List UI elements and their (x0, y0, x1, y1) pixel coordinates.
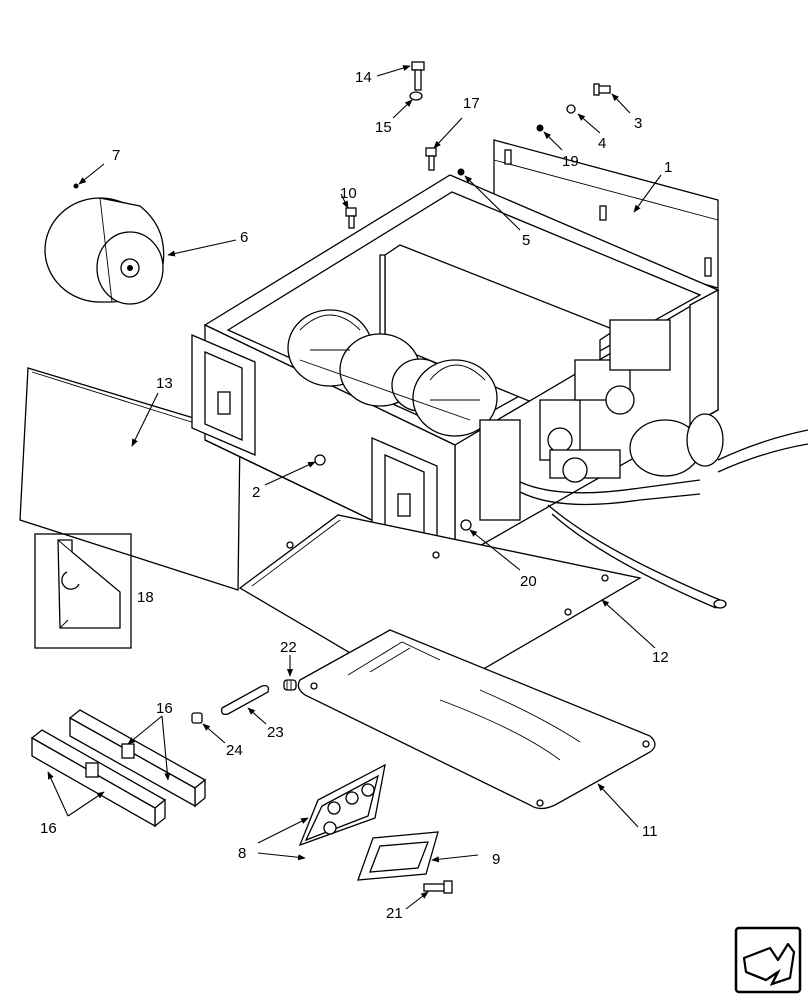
callout-5: 5 (522, 232, 530, 249)
callout-9: 9 (492, 851, 500, 868)
blower-motor-assembly (287, 309, 498, 437)
part-3-screw (593, 83, 611, 96)
part-6-blower-housing (44, 197, 165, 305)
callout-7: 7 (112, 147, 120, 164)
callout-22: 22 (280, 639, 297, 656)
callout-6: 6 (240, 229, 248, 246)
callout-4: 4 (598, 135, 606, 152)
callout-23: 23 (267, 724, 284, 741)
callout-8: 8 (238, 845, 246, 862)
part-24-nut (191, 712, 203, 724)
callout-14: 14 (355, 69, 372, 86)
callout-labels: 1 2 3 4 5 6 7 8 9 10 11 12 13 14 15 16 1… (40, 69, 672, 922)
callout-16-lower: 16 (40, 820, 57, 837)
callout-18: 18 (137, 589, 154, 606)
callout-24: 24 (226, 742, 243, 759)
part-4-washer (566, 104, 576, 114)
callout-13: 13 (156, 375, 173, 392)
callout-16-upper: 16 (156, 700, 173, 717)
callout-20: 20 (520, 573, 537, 590)
part-16-foam-strip-upper (68, 709, 207, 808)
part-8-bracket (298, 763, 386, 847)
part-22-spring (283, 679, 297, 691)
part-7-screw (73, 183, 79, 189)
part-11-lower-tray (297, 629, 656, 810)
heater-valve-assembly (479, 319, 808, 609)
part-21-bolt (423, 880, 453, 894)
part-10-bolt (345, 207, 357, 229)
callout-12: 12 (652, 649, 669, 666)
leader-lines (47, 65, 662, 910)
callout-19: 19 (562, 153, 579, 170)
callout-10: 10 (340, 185, 357, 202)
callout-17: 17 (463, 95, 480, 112)
callout-15: 15 (375, 119, 392, 136)
part-19-nut (536, 124, 544, 132)
part-20-grommet (460, 519, 472, 531)
part-17-bolt (425, 147, 437, 171)
left-outlet-duct (191, 334, 256, 456)
part-23-pin (220, 684, 270, 716)
part-14-bolt (411, 61, 425, 91)
callout-11: 11 (642, 823, 658, 840)
part-16-foam-strip-lower (30, 729, 167, 828)
part-5-nut (457, 168, 465, 176)
callout-3: 3 (634, 115, 642, 132)
callout-21: 21 (386, 905, 403, 922)
part-18-bracket-inset (34, 533, 132, 649)
part-15-washer (409, 91, 423, 101)
part-9-gasket (357, 831, 439, 881)
callout-2: 2 (252, 484, 260, 501)
part-2-nut (314, 454, 326, 466)
next-page-arrow-icon[interactable] (734, 926, 802, 994)
callout-1: 1 (664, 159, 672, 176)
